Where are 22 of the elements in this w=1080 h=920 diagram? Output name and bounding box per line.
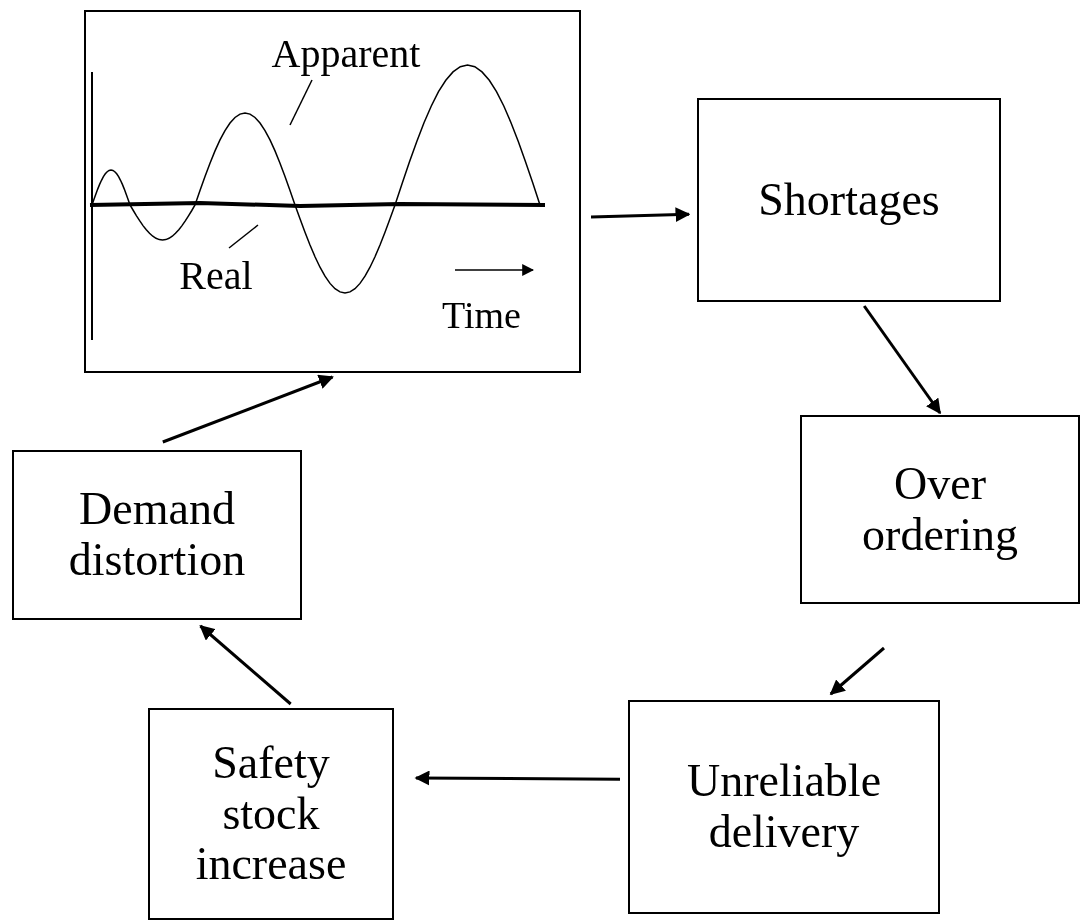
box-text: Unreliable delivery <box>685 756 883 858</box>
arrow <box>590 207 691 223</box>
leader-line <box>228 224 259 249</box>
arrow <box>414 770 620 786</box>
box-text: Safety stock increase <box>194 738 348 890</box>
arrow <box>862 305 942 415</box>
process-box <box>628 700 940 914</box>
arrow <box>162 374 334 444</box>
box-text: Over ordering <box>861 458 1019 561</box>
process-box <box>148 708 394 920</box>
curve-label: Apparent <box>266 30 426 78</box>
leader-line <box>289 79 313 126</box>
process-box <box>697 98 1001 302</box>
process-box <box>12 450 302 620</box>
chart-box <box>84 10 581 373</box>
arrow <box>829 646 885 696</box>
arrow <box>199 624 292 706</box>
box-text: Demand distortion <box>67 484 247 586</box>
axis-label: Time <box>442 296 521 334</box>
process-box <box>800 415 1080 604</box>
box-text: Shortages <box>758 174 940 226</box>
curve-label: Real <box>166 252 266 300</box>
